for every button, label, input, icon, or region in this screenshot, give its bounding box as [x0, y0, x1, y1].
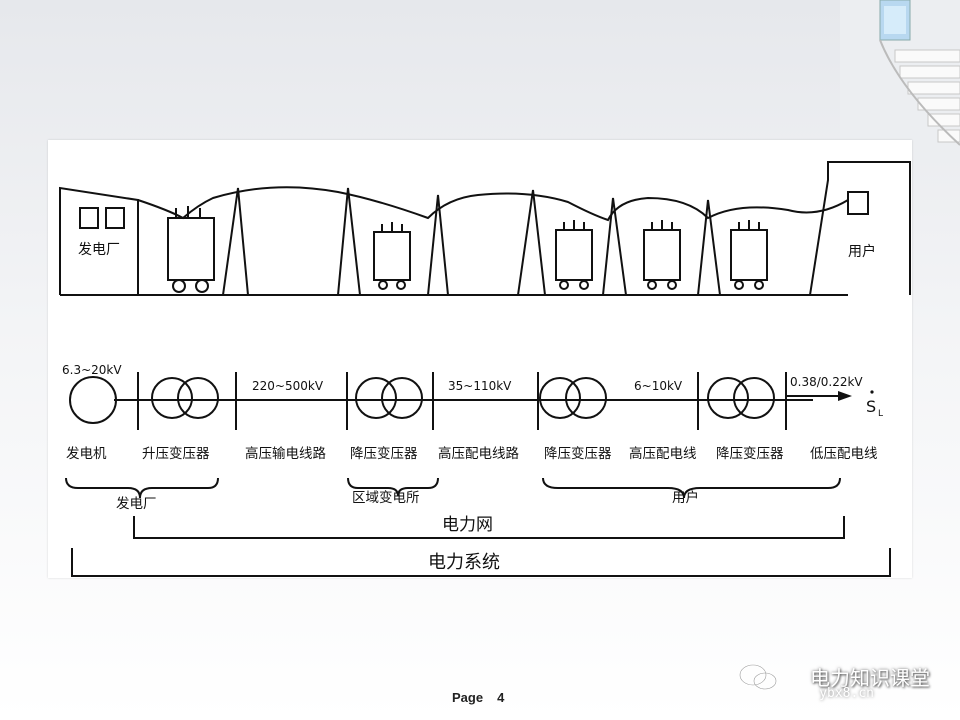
user-illustration-label: 用户 — [848, 243, 876, 260]
tower-3 — [427, 194, 449, 296]
diagram-panel: 发电厂 用户 — [48, 140, 912, 578]
overhead-lines — [137, 186, 849, 222]
step-down-transformer-2-coil-2 — [565, 377, 607, 419]
load-arrow — [786, 391, 852, 401]
component-hv-distribution-line-2: 高压配电线 — [629, 445, 697, 462]
group-label-user: 用户 — [672, 489, 699, 506]
component-step-down-transformer-1: 降压变压器 — [350, 446, 418, 462]
plant-illustration-label: 发电厂 — [78, 242, 120, 258]
tower-4 — [517, 189, 546, 296]
transformer-1-wheel-1 — [172, 279, 186, 293]
transformer-1 — [167, 217, 215, 281]
tower-5 — [602, 197, 627, 296]
generator-symbol — [69, 376, 117, 424]
component-lv-distribution-line: 低压配电线 — [810, 446, 878, 462]
system-label: 电力系统 — [428, 552, 500, 573]
load-dot — [870, 390, 874, 394]
voltage-low: 0.38/0.22kV — [790, 375, 863, 389]
transformer-5 — [730, 229, 768, 281]
power-system-diagram: 发电厂 用户 — [59, 161, 911, 577]
component-hv-transmission-line: 高压输电线路 — [245, 445, 326, 462]
component-hv-distribution-line: 高压配电线路 — [438, 445, 519, 462]
group-bracket-substation — [347, 477, 439, 497]
voltage-transmission: 220~500kV — [252, 379, 324, 393]
group-label-plant: 发电厂 — [116, 496, 157, 512]
step-down-transformer-1-coil-1 — [355, 377, 397, 419]
tower-6 — [697, 199, 721, 296]
step-up-transformer-coil-2 — [177, 377, 219, 419]
step-down-transformer-3-coil-1 — [707, 377, 749, 419]
transformer-2 — [373, 231, 411, 281]
group-bracket-plant — [65, 477, 219, 499]
group-label-substation: 区域变电所 — [352, 490, 420, 506]
wechat-icon — [738, 663, 778, 691]
plant-window-1 — [79, 207, 99, 229]
user-window — [847, 191, 869, 215]
user-building — [809, 161, 911, 296]
system-bracket — [71, 548, 891, 577]
load-symbol: S — [866, 397, 876, 416]
page-word: Page — [452, 690, 484, 705]
grid-label: 电力网 — [442, 515, 493, 535]
page-number: 4 — [497, 690, 505, 705]
watermark-site: ybx8.cn — [819, 686, 874, 701]
step-up-transformer-coil-1 — [151, 377, 193, 419]
step-down-transformer-1-coil-2 — [381, 377, 423, 419]
voltage-generator: 6.3~20kV — [62, 363, 122, 377]
transformer-3 — [555, 229, 593, 281]
component-step-down-transformer-3: 降压变压器 — [716, 446, 784, 462]
watermark-title: 电力知识课堂 — [810, 666, 930, 690]
component-step-down-transformer-2: 降压变压器 — [544, 446, 612, 462]
voltage-distribution-high: 35~110kV — [448, 379, 512, 393]
voltage-distribution-mid: 6~10kV — [634, 379, 683, 393]
component-step-up-transformer: 升压变压器 — [142, 446, 210, 462]
page-indicator: Page 4 — [452, 690, 504, 705]
transformer-4 — [643, 229, 681, 281]
transformer-1-wheel-2 — [195, 279, 209, 293]
tower-2 — [337, 187, 361, 296]
group-bracket-user — [542, 477, 841, 499]
plant-window-2 — [105, 207, 125, 229]
step-down-transformer-2-coil-1 — [539, 377, 581, 419]
grid-bracket — [133, 516, 845, 539]
load-subscript: L — [878, 409, 883, 419]
power-plant-building — [59, 186, 139, 295]
component-generator: 发电机 — [66, 446, 107, 462]
stairs-decoration — [840, 0, 960, 150]
step-down-transformer-3-coil-2 — [733, 377, 775, 419]
tower-1 — [222, 187, 249, 296]
